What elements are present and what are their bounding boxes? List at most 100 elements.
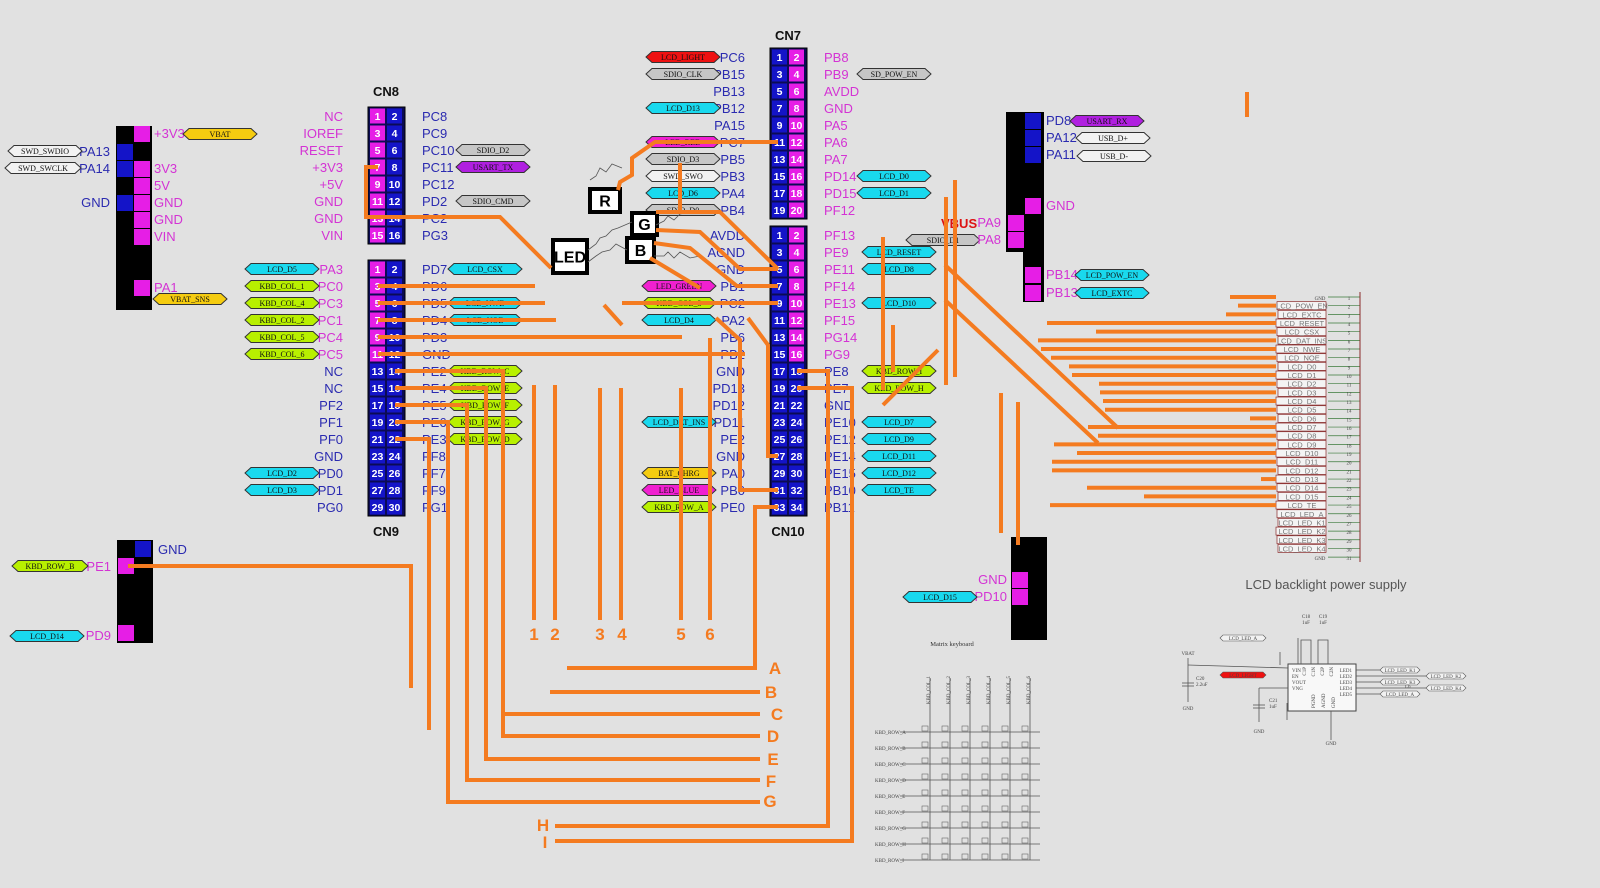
pin[interactable] — [1008, 215, 1024, 231]
pin[interactable] — [789, 168, 804, 184]
pin[interactable] — [789, 66, 804, 82]
pin[interactable] — [118, 558, 134, 574]
pin[interactable] — [1025, 113, 1041, 129]
pin[interactable] — [1025, 130, 1041, 146]
pin[interactable] — [370, 363, 385, 379]
pin[interactable] — [370, 414, 385, 430]
pin[interactable] — [370, 176, 385, 192]
pin[interactable] — [1025, 147, 1041, 163]
pin[interactable] — [789, 414, 804, 430]
pin[interactable] — [134, 229, 150, 245]
pin[interactable] — [118, 625, 134, 641]
pin[interactable] — [789, 278, 804, 294]
pin[interactable] — [387, 159, 402, 175]
pin[interactable] — [772, 134, 787, 150]
pin[interactable] — [370, 278, 385, 294]
pin[interactable] — [772, 465, 787, 481]
pin[interactable] — [134, 280, 150, 296]
pin[interactable] — [772, 168, 787, 184]
pin[interactable] — [387, 448, 402, 464]
pin[interactable] — [772, 363, 787, 379]
pin[interactable] — [789, 482, 804, 498]
pin[interactable] — [387, 193, 402, 209]
pin[interactable] — [772, 117, 787, 133]
pin[interactable] — [134, 195, 150, 211]
pin[interactable] — [387, 499, 402, 515]
pin[interactable] — [370, 380, 385, 396]
pin[interactable] — [370, 261, 385, 277]
pin[interactable] — [134, 126, 150, 142]
pin[interactable] — [772, 312, 787, 328]
pin[interactable] — [370, 108, 385, 124]
pin[interactable] — [370, 465, 385, 481]
pin[interactable] — [772, 380, 787, 396]
pin[interactable] — [772, 431, 787, 447]
pin[interactable] — [772, 414, 787, 430]
pin[interactable] — [772, 151, 787, 167]
pin[interactable] — [789, 312, 804, 328]
pin[interactable] — [387, 142, 402, 158]
pin[interactable] — [370, 125, 385, 141]
pin[interactable] — [789, 185, 804, 201]
pin[interactable] — [387, 261, 402, 277]
pin[interactable] — [772, 346, 787, 362]
pin[interactable] — [772, 185, 787, 201]
pin[interactable] — [789, 49, 804, 65]
pin[interactable] — [789, 363, 804, 379]
pin[interactable] — [772, 482, 787, 498]
pin[interactable] — [772, 244, 787, 260]
pin[interactable] — [789, 202, 804, 218]
pin[interactable] — [370, 227, 385, 243]
pin[interactable] — [117, 144, 133, 160]
pin[interactable] — [135, 541, 151, 557]
pin[interactable] — [387, 482, 402, 498]
pin[interactable] — [370, 397, 385, 413]
pin[interactable] — [134, 161, 150, 177]
pin[interactable] — [789, 83, 804, 99]
pin[interactable] — [789, 134, 804, 150]
pin[interactable] — [772, 202, 787, 218]
pin[interactable] — [789, 397, 804, 413]
pin[interactable] — [1008, 232, 1024, 248]
pin[interactable] — [1012, 572, 1028, 588]
pin[interactable] — [387, 176, 402, 192]
pin[interactable] — [772, 100, 787, 116]
pin[interactable] — [370, 482, 385, 498]
pin[interactable] — [370, 142, 385, 158]
pin[interactable] — [1025, 198, 1041, 214]
pin[interactable] — [134, 178, 150, 194]
pin[interactable] — [387, 227, 402, 243]
pin[interactable] — [789, 117, 804, 133]
pin[interactable] — [789, 380, 804, 396]
pin[interactable] — [789, 261, 804, 277]
pin[interactable] — [789, 100, 804, 116]
pin[interactable] — [789, 499, 804, 515]
pin[interactable] — [789, 346, 804, 362]
pin[interactable] — [1012, 589, 1028, 605]
pin[interactable] — [1025, 285, 1041, 301]
pin[interactable] — [772, 448, 787, 464]
pin[interactable] — [772, 499, 787, 515]
pin[interactable] — [370, 312, 385, 328]
pin[interactable] — [772, 49, 787, 65]
pin[interactable] — [772, 329, 787, 345]
pin[interactable] — [387, 431, 402, 447]
pin[interactable] — [772, 66, 787, 82]
pin[interactable] — [772, 83, 787, 99]
pin[interactable] — [789, 295, 804, 311]
pin[interactable] — [387, 380, 402, 396]
pin[interactable] — [387, 125, 402, 141]
pin[interactable] — [117, 195, 133, 211]
pin[interactable] — [1025, 267, 1041, 283]
pin[interactable] — [370, 431, 385, 447]
pin[interactable] — [370, 499, 385, 515]
pin[interactable] — [387, 465, 402, 481]
pin[interactable] — [789, 151, 804, 167]
pin[interactable] — [789, 227, 804, 243]
pin[interactable] — [370, 295, 385, 311]
pin[interactable] — [370, 329, 385, 345]
pin[interactable] — [387, 363, 402, 379]
pin[interactable] — [387, 397, 402, 413]
pin[interactable] — [772, 397, 787, 413]
pin[interactable] — [387, 414, 402, 430]
